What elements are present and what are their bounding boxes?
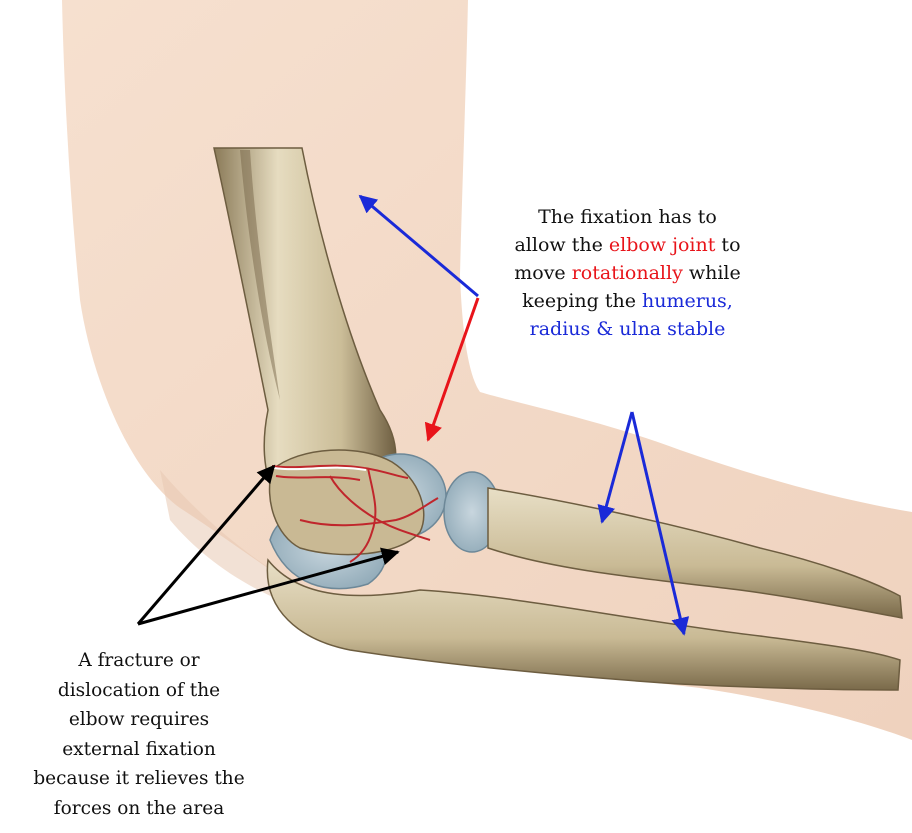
annotation-line: move rotationally while: [470, 259, 785, 287]
annotation-line: because it relieves the: [0, 764, 278, 794]
annotation-line: radius & ulna stable: [470, 315, 785, 343]
annotation-text: external fixation: [62, 739, 216, 760]
annotation-highlight-blue: humerus,: [642, 290, 733, 312]
annotation-text: elbow requires: [69, 709, 209, 730]
annotation-line: The fixation has to: [470, 203, 785, 231]
annotation-fixation-requirements: The fixation has to allow the elbow joint…: [470, 203, 785, 343]
annotation-text: dislocation of the: [58, 680, 220, 701]
annotation-line: allow the elbow joint to: [470, 231, 785, 259]
annotation-line: A fracture or: [0, 646, 278, 676]
annotation-highlight-red: elbow joint: [609, 234, 716, 256]
annotation-text: The fixation has to: [538, 206, 717, 228]
annotation-line: forces on the area: [0, 794, 278, 824]
annotation-text: allow the: [514, 234, 608, 256]
annotation-text: forces on the area: [54, 798, 224, 819]
annotation-text: move: [514, 262, 571, 284]
annotation-text: while: [683, 262, 741, 284]
annotation-text: A fracture or: [78, 650, 199, 671]
annotation-text: keeping the: [522, 290, 642, 312]
annotation-text: because it relieves the: [33, 768, 244, 789]
annotation-line: elbow requires: [0, 705, 278, 735]
annotation-text: to: [715, 234, 740, 256]
annotation-fracture-explanation: A fracture or dislocation of the elbow req…: [0, 646, 278, 824]
annotation-line: external fixation: [0, 735, 278, 765]
annotation-highlight-red: rotationally: [572, 262, 683, 284]
annotation-highlight-blue: radius & ulna stable: [530, 318, 726, 340]
annotation-line: keeping the humerus,: [470, 287, 785, 315]
annotation-line: dislocation of the: [0, 676, 278, 706]
